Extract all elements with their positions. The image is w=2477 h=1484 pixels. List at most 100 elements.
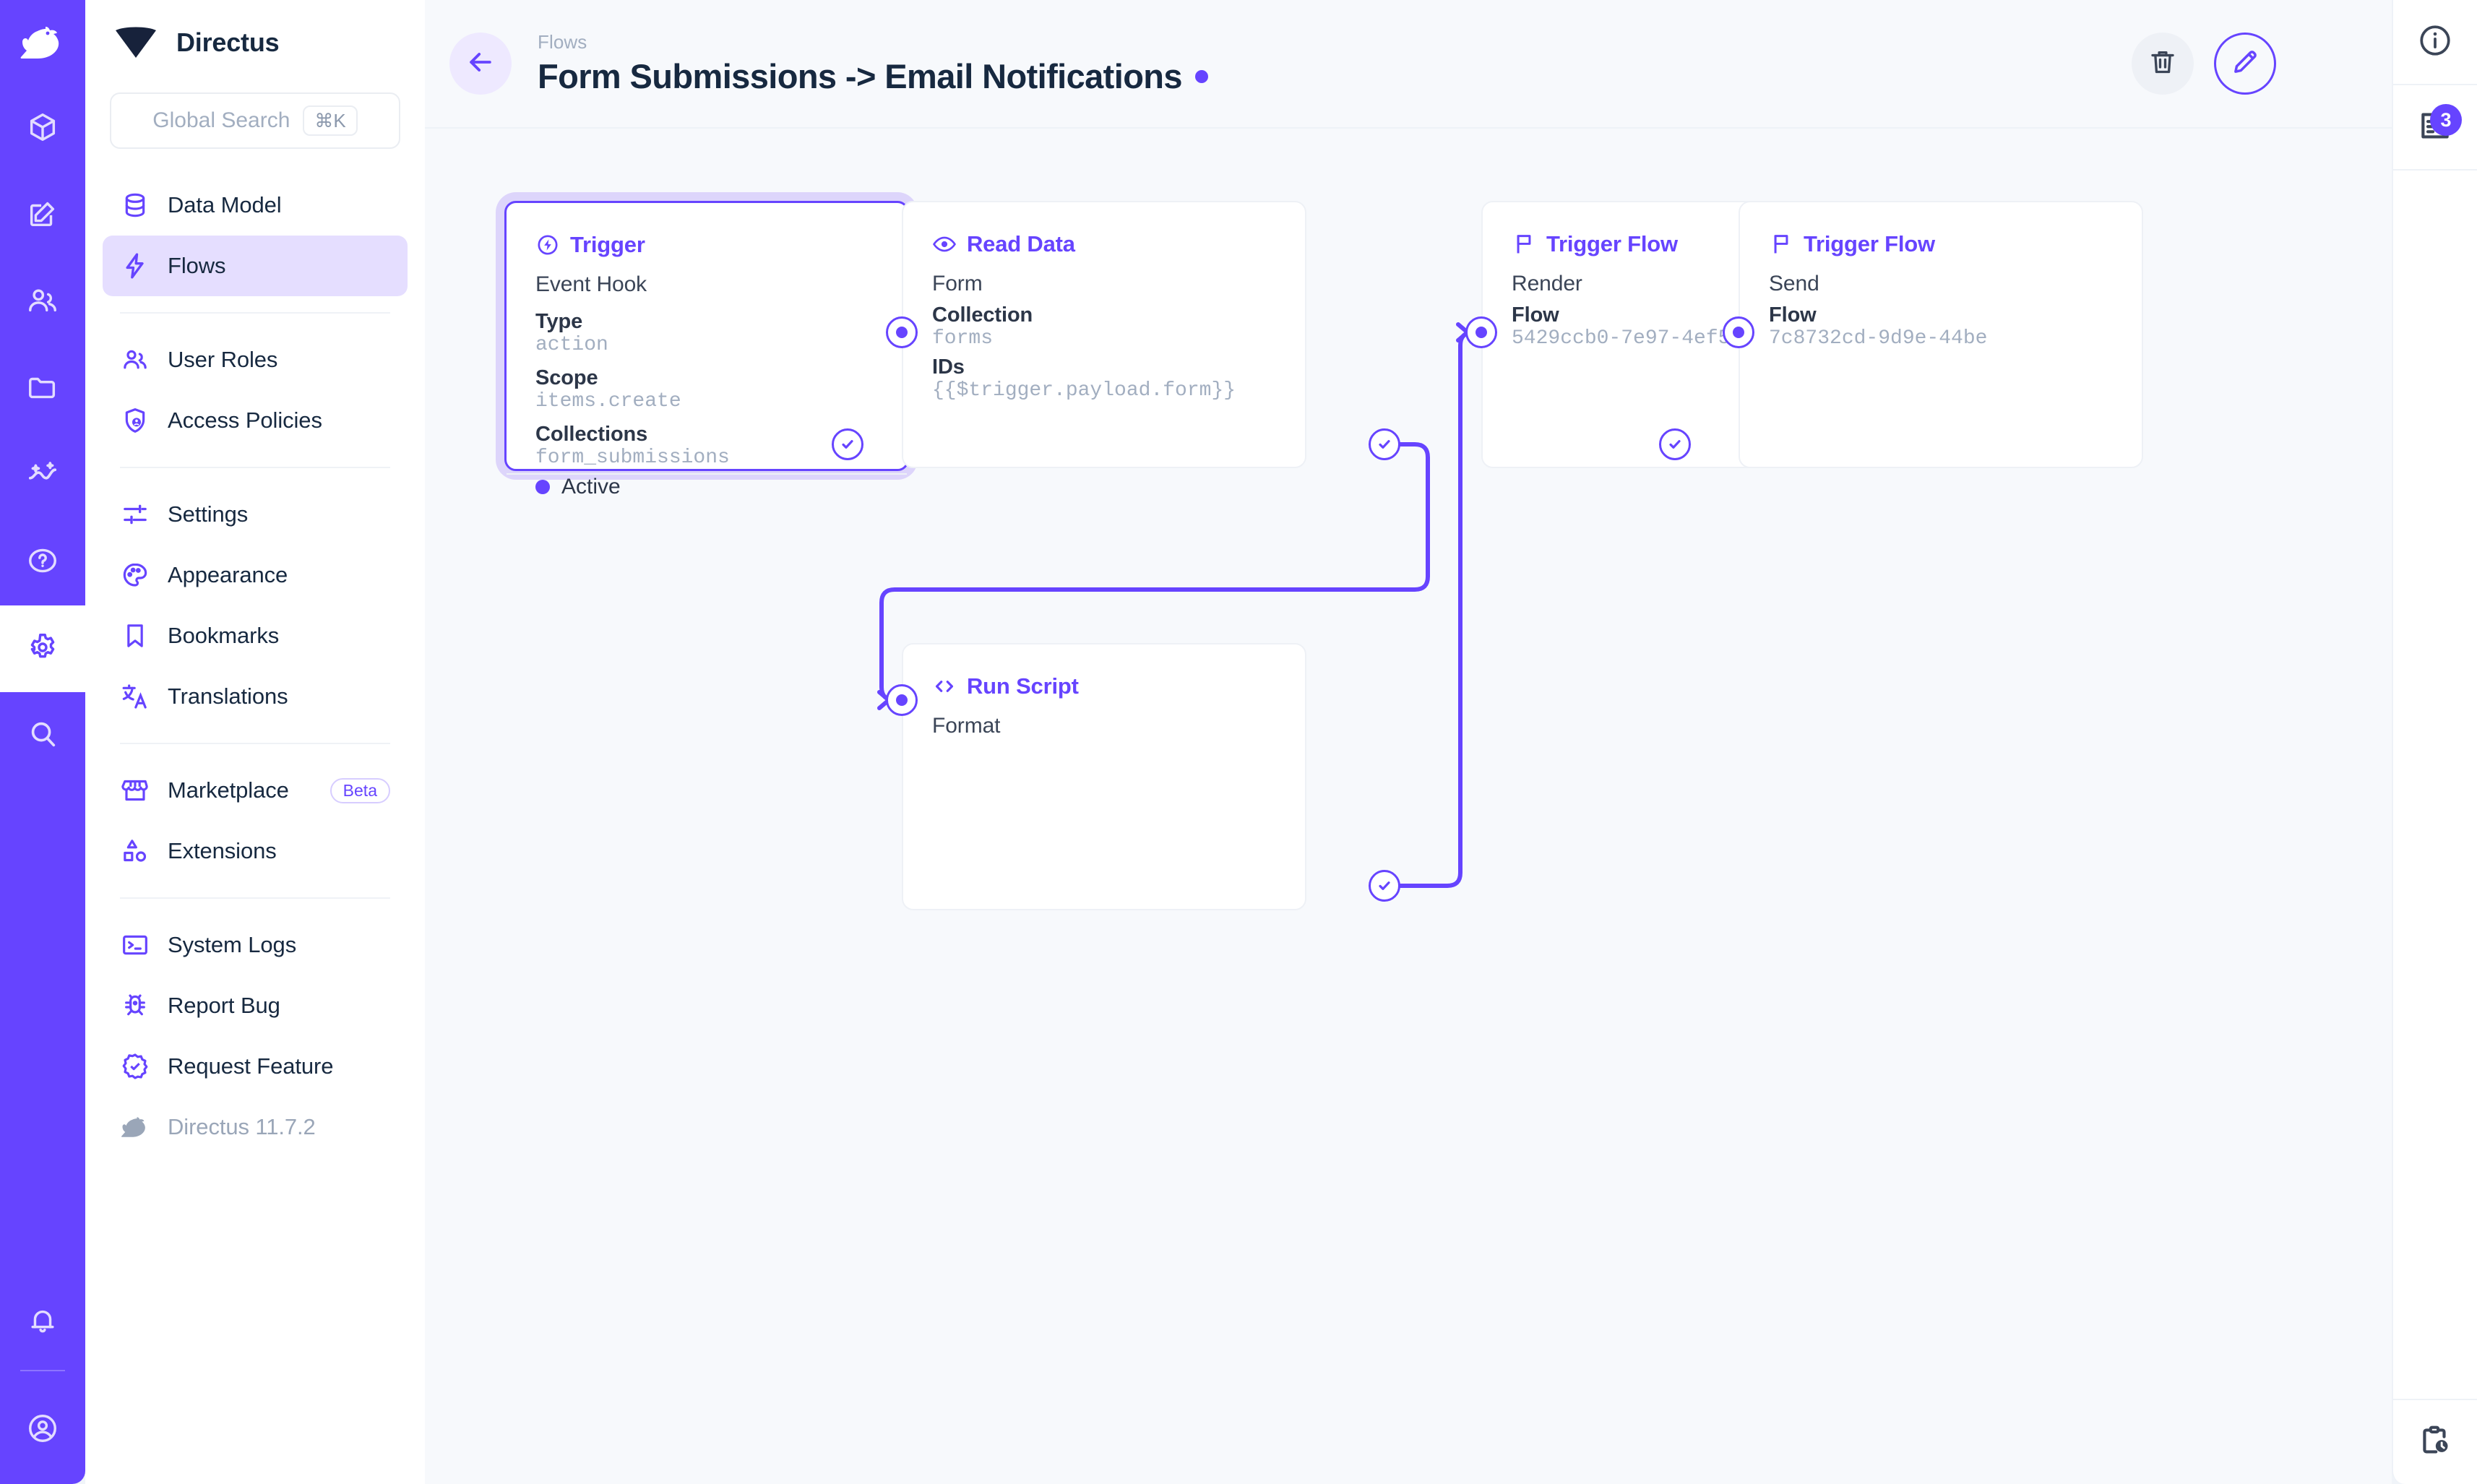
rail-item-editor-module[interactable] (0, 172, 85, 259)
logs-count-badge: 3 (2430, 104, 2462, 136)
directus-rabbit-icon (120, 1112, 150, 1142)
field-key: Collection (932, 303, 1033, 327)
status-badge: Active (561, 475, 621, 499)
delete-flow-button[interactable] (2132, 33, 2194, 95)
handle-resolve-run-script[interactable] (1369, 870, 1400, 902)
verified-icon (120, 1051, 150, 1082)
clipboard-clock-icon (2417, 1423, 2453, 1462)
nav-divider (120, 743, 390, 744)
search-shortcut-key: ⌘K (303, 105, 358, 136)
search-icon (26, 717, 59, 754)
node-status-bar: Active (507, 473, 907, 499)
sidebar-item-label: Translations (168, 683, 288, 709)
rail-item-help-module[interactable] (0, 519, 85, 605)
flow-info-button[interactable] (2392, 0, 2477, 85)
sidebar-item-data-model[interactable]: Data Model (103, 175, 408, 236)
breadcrumb[interactable]: Flows (538, 31, 587, 53)
sidebar-item-label: Data Model (168, 192, 282, 217)
sidebar-item-label: Flows (168, 253, 226, 278)
handle-input-run-script[interactable] (886, 684, 918, 716)
flow-history-button[interactable] (2392, 1399, 2477, 1484)
sidebar-item-label: Appearance (168, 562, 288, 587)
rail-item-users-module[interactable] (0, 259, 85, 345)
trash-icon (2148, 47, 2178, 81)
rail-item-notifications[interactable] (0, 1279, 85, 1366)
sidebar-item-translations[interactable]: Translations (103, 666, 408, 727)
node-type-label: Run Script (967, 673, 1079, 699)
rail-divider (20, 1370, 65, 1371)
field-value: form_submissions (535, 447, 730, 469)
field-key: Type (535, 310, 583, 333)
help-circle-icon (26, 544, 59, 581)
flow-node-run-script[interactable]: Run Script Format (902, 643, 1306, 910)
sidebar-item-extensions[interactable]: Extensions (103, 821, 408, 881)
flow-logs-button[interactable]: 3 (2392, 85, 2477, 171)
handle-resolve-trigger[interactable] (832, 428, 863, 460)
sidebar-item-appearance[interactable]: Appearance (103, 545, 408, 605)
flow-node-trigger[interactable]: Trigger Event Hook Type action Scope ite… (504, 201, 909, 499)
node-type-header: Trigger Flow (1512, 231, 1856, 257)
account-circle-icon (26, 1412, 59, 1449)
edit-flow-button[interactable] (2214, 33, 2276, 95)
sidebar-item-label: Extensions (168, 838, 277, 863)
field-value: forms (932, 327, 994, 350)
rail-item-files-module[interactable] (0, 345, 85, 432)
status-dot (535, 480, 550, 494)
bolt-circle-icon (535, 233, 560, 257)
sidebar-item-request-feature[interactable]: Request Feature (103, 1036, 408, 1097)
sidebar-item-access-policies[interactable]: Access Policies (103, 390, 408, 451)
handle-input-trigger-flow-send[interactable] (1723, 316, 1754, 348)
flow-node-read-data[interactable]: Read Data Form Collection forms IDs {{$t… (902, 201, 1306, 468)
search-input[interactable]: Global Search ⌘K (110, 92, 400, 149)
handle-input-trigger-flow-render[interactable] (1465, 316, 1497, 348)
sidebar-item-settings[interactable]: Settings (103, 484, 408, 545)
nav-divider (120, 467, 390, 468)
node-name: Form (932, 272, 983, 295)
sidebar-item-flows[interactable]: Flows (103, 236, 408, 296)
rail-item-search-module[interactable] (0, 692, 85, 779)
sidebar-item-marketplace[interactable]: Marketplace Beta (103, 760, 408, 821)
module-rail (0, 0, 85, 1484)
sidebar-item-report-bug[interactable]: Report Bug (103, 975, 408, 1036)
eye-icon (932, 232, 957, 256)
back-button[interactable] (449, 33, 512, 95)
node-type-header: Read Data (932, 231, 1276, 257)
rail-item-content-module[interactable] (0, 85, 85, 172)
users-icon (26, 284, 59, 321)
main-area: Flows Form Submissions -> Email Notifica… (425, 0, 2392, 1484)
field-key: Collections (535, 423, 648, 446)
handle-resolve-read-data[interactable] (1369, 428, 1400, 460)
insights-icon (26, 457, 59, 494)
people-icon (120, 345, 150, 375)
bug-icon (120, 991, 150, 1021)
node-type-header: Run Script (932, 673, 1276, 699)
project-title: Directus (176, 27, 280, 57)
page-title: Form Submissions -> Email Notifications (538, 57, 1183, 95)
field-key: Flow (1512, 303, 1559, 327)
field-key: Flow (1769, 303, 1817, 327)
handle-resolve-trigger-flow-render[interactable] (1659, 428, 1691, 460)
handle-input-read-data[interactable] (886, 316, 918, 348)
rail-item-settings-module[interactable] (0, 605, 85, 692)
node-type-label: Read Data (967, 231, 1075, 256)
sidebar-item-label: Report Bug (168, 993, 280, 1018)
flow-canvas[interactable]: Trigger Event Hook Type action Scope ite… (425, 129, 2392, 1484)
folder-icon (26, 371, 59, 407)
bell-icon (26, 1304, 59, 1341)
field-value: items.create (535, 390, 681, 413)
pencil-icon (2230, 47, 2260, 81)
rail-item-insights-module[interactable] (0, 432, 85, 519)
flow-status-dot (1194, 69, 1208, 83)
node-name: Render (1512, 272, 1582, 295)
node-type-label: Trigger Flow (1804, 231, 1935, 256)
directus-rabbit-logo[interactable] (0, 0, 85, 85)
flow-node-trigger-flow-send[interactable]: Trigger Flow Send Flow 7c8732cd-9d9e-44b… (1739, 201, 2143, 468)
sidebar-item-user-roles[interactable]: User Roles (103, 329, 408, 390)
sidebar-item-system-logs[interactable]: System Logs (103, 915, 408, 975)
sidebar-item-bookmarks[interactable]: Bookmarks (103, 605, 408, 666)
flag-icon (1512, 232, 1536, 256)
rail-item-user-account[interactable] (0, 1376, 85, 1484)
cube-icon (26, 111, 59, 147)
shapes-icon (120, 836, 150, 866)
